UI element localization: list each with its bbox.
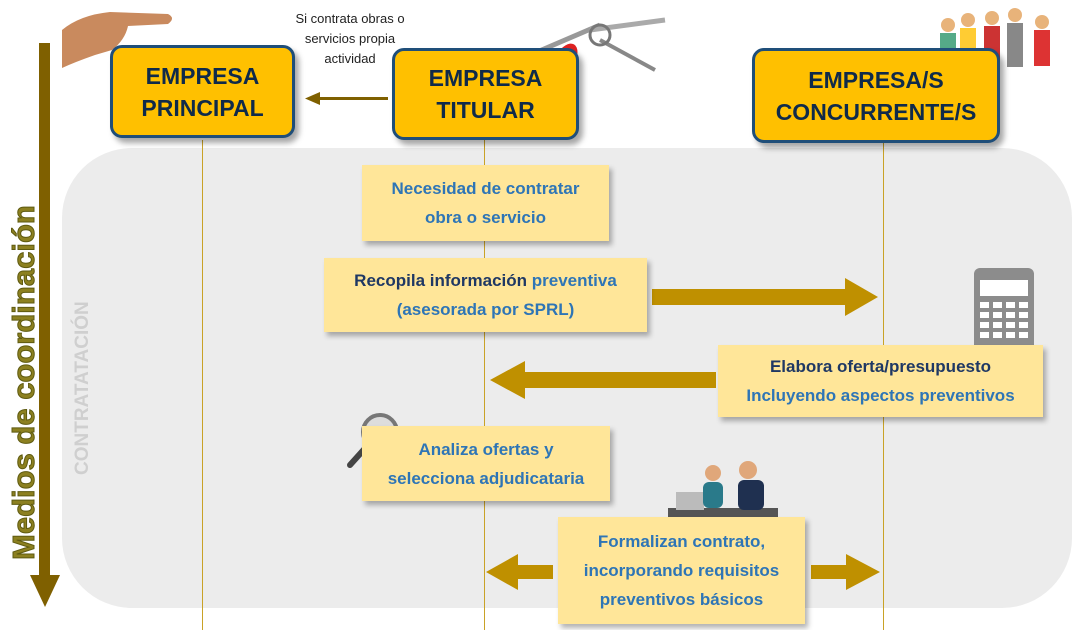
step-analiza: Analiza ofertas y selecciona adjudicatar… <box>362 426 610 501</box>
step-text: preventivos básicos <box>599 590 764 609</box>
actor-label: EMPRESA <box>145 62 260 89</box>
step-text: obra o servicio <box>425 208 546 227</box>
step-necesidad: Necesidad de contratar obra o servicio <box>362 165 609 241</box>
actor-label: EMPRESA/S <box>808 66 944 93</box>
step-text: Analiza ofertas y <box>418 439 554 459</box>
step-elabora: Elabora oferta/presupuesto Incluyendo as… <box>718 345 1043 417</box>
step-text: preventiva <box>527 271 617 290</box>
step-text: (asesorada por SPRL) <box>396 300 575 319</box>
pointing-hand-icon <box>62 12 172 68</box>
annotation-text: Si contrata obras o servicios propia act… <box>270 9 430 69</box>
arrow-left-formalize <box>486 554 553 590</box>
phase-label: CONTRATATACIÓN <box>72 301 93 475</box>
annotation-line: Si contrata obras o <box>295 11 405 26</box>
actor-empresa-principal: EMPRESA PRINCIPAL <box>110 45 295 138</box>
annotation-line: actividad <box>324 51 376 66</box>
actor-empresa-titular: EMPRESA TITULAR <box>392 48 579 140</box>
actor-label: TITULAR <box>436 97 535 123</box>
coordination-means-label: Medios de coordinación <box>6 205 42 561</box>
arrow-left-to-titular <box>490 361 716 399</box>
lifeline-principal <box>202 140 203 630</box>
step-text-bold: Recopila información <box>354 271 528 290</box>
actor-label: CONCURRENTE/S <box>775 98 977 125</box>
arrow-titular-to-principal <box>305 92 388 105</box>
step-text: Formalizan contrato, <box>597 532 766 551</box>
meeting-people-icon <box>668 461 778 518</box>
flow-arrows <box>486 278 880 590</box>
vertical-timeline-arrow <box>30 43 60 607</box>
step-recopila: Recopila información preventiva (asesora… <box>324 258 647 332</box>
step-text: incorporando requisitos <box>583 561 780 580</box>
step-text: Incluyendo aspectos preventivos <box>746 386 1015 405</box>
arrow-right-to-concurrente <box>652 278 878 316</box>
actor-label: PRINCIPAL <box>141 94 264 121</box>
actor-empresas-concurrentes: EMPRESA/S CONCURRENTE/S <box>752 48 1000 143</box>
lifeline-titular <box>484 140 485 630</box>
step-formalizan: Formalizan contrato, incorporando requis… <box>558 517 805 624</box>
arrow-right-formalize <box>811 554 880 590</box>
step-text-bold: Elabora oferta/presupuesto <box>769 357 992 376</box>
actor-label: EMPRESA <box>428 65 543 91</box>
annotation-line: servicios propia <box>304 31 396 46</box>
step-text: Necesidad de contratar <box>391 179 580 198</box>
step-text: selecciona adjudicataria <box>387 468 585 488</box>
calculator-icon <box>974 268 1034 352</box>
